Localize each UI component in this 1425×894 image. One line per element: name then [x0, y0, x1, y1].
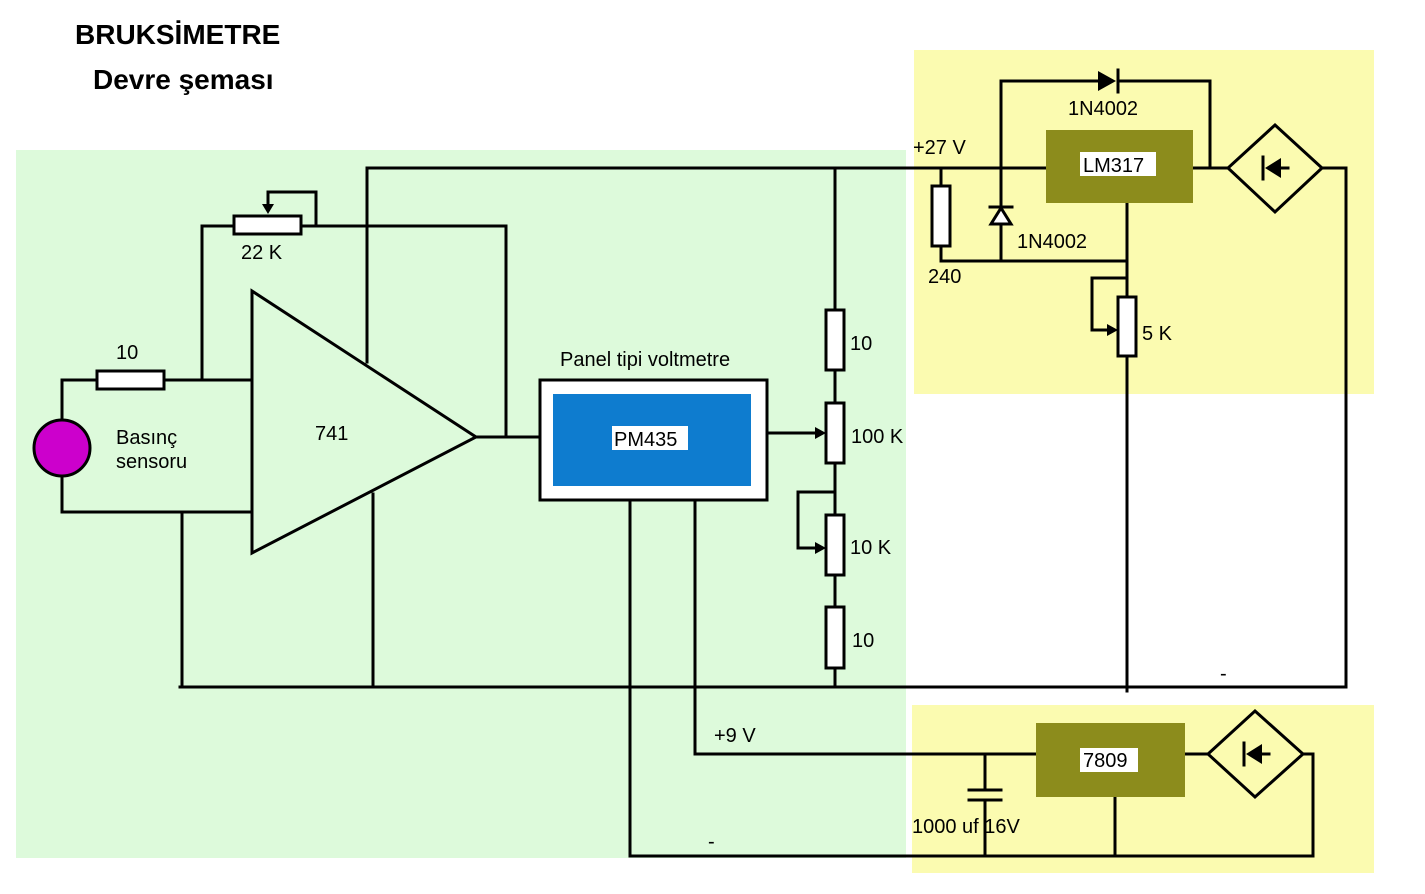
lm317-label-box: [1080, 152, 1156, 176]
feedback-pot-wiper-arrow: [262, 204, 274, 214]
bridge-rectifier-9v: [1205, 708, 1306, 800]
feedback-pot-label: 22 K: [241, 242, 283, 264]
input-resistor: [95, 369, 166, 391]
opamp-741: [250, 288, 479, 556]
divider-trim-10k: [824, 513, 846, 577]
supply-27v-label: +27 V: [913, 137, 966, 159]
resistor-240: [930, 184, 952, 248]
diode-side-label: 1N4002: [1017, 231, 1087, 253]
voltmeter-model: PM435: [614, 429, 677, 451]
supply-9v-label: +9 V: [714, 725, 756, 747]
7809-label: 7809: [1083, 750, 1128, 772]
supply-9v-minus: -: [708, 831, 715, 853]
divider-pot-100k: [824, 401, 846, 465]
pressure-sensor: [32, 418, 92, 478]
diagram-subtitle: Devre şeması: [93, 64, 274, 95]
divider-resistor-bottom-label: 10: [852, 630, 874, 652]
supply-27v-minus: -: [1220, 663, 1227, 685]
wiring: [60, 79, 1348, 858]
capacitor-1000uf: [967, 788, 1003, 802]
pot-5k-arrow: [1107, 324, 1118, 336]
diode-top-label: 1N4002: [1068, 98, 1138, 120]
opamp-label: 741: [315, 423, 348, 445]
pot-5k-label: 5 K: [1142, 323, 1173, 345]
meter-caption: Panel tipi voltmetre: [560, 349, 730, 371]
divider-pot-100k-arrow: [815, 427, 826, 439]
divider-trim-10k-arrow: [815, 542, 826, 554]
7809-label-box: [1080, 748, 1138, 772]
sensor-label-line2: sensoru: [116, 451, 187, 473]
divider-trim-10k-label: 10 K: [850, 537, 892, 559]
diagram-title: BRUKSİMETRE: [75, 19, 280, 50]
divider-resistor-bottom: [824, 605, 846, 670]
voltmeter-model-box: [612, 426, 688, 450]
divider-pot-100k-label: 100 K: [851, 426, 904, 448]
sensor-section-panel: [16, 150, 906, 858]
divider-resistor-top-label: 10: [850, 333, 872, 355]
sensor-label-line1: Basınç: [116, 427, 177, 449]
diode-top-1n4002: [1098, 71, 1116, 91]
bridge-rectifier-27v: [1225, 122, 1325, 215]
divider-resistor-top: [824, 308, 846, 372]
input-resistor-label: 10: [116, 342, 138, 364]
feedback-potentiometer: [232, 214, 303, 236]
lm317-label: LM317: [1083, 155, 1144, 177]
capacitor-label: 1000 uf 16V: [912, 816, 1021, 838]
resistor-240-label: 240: [928, 266, 961, 288]
diode-side-1n4002: [988, 205, 1014, 226]
pot-5k: [1116, 295, 1138, 358]
